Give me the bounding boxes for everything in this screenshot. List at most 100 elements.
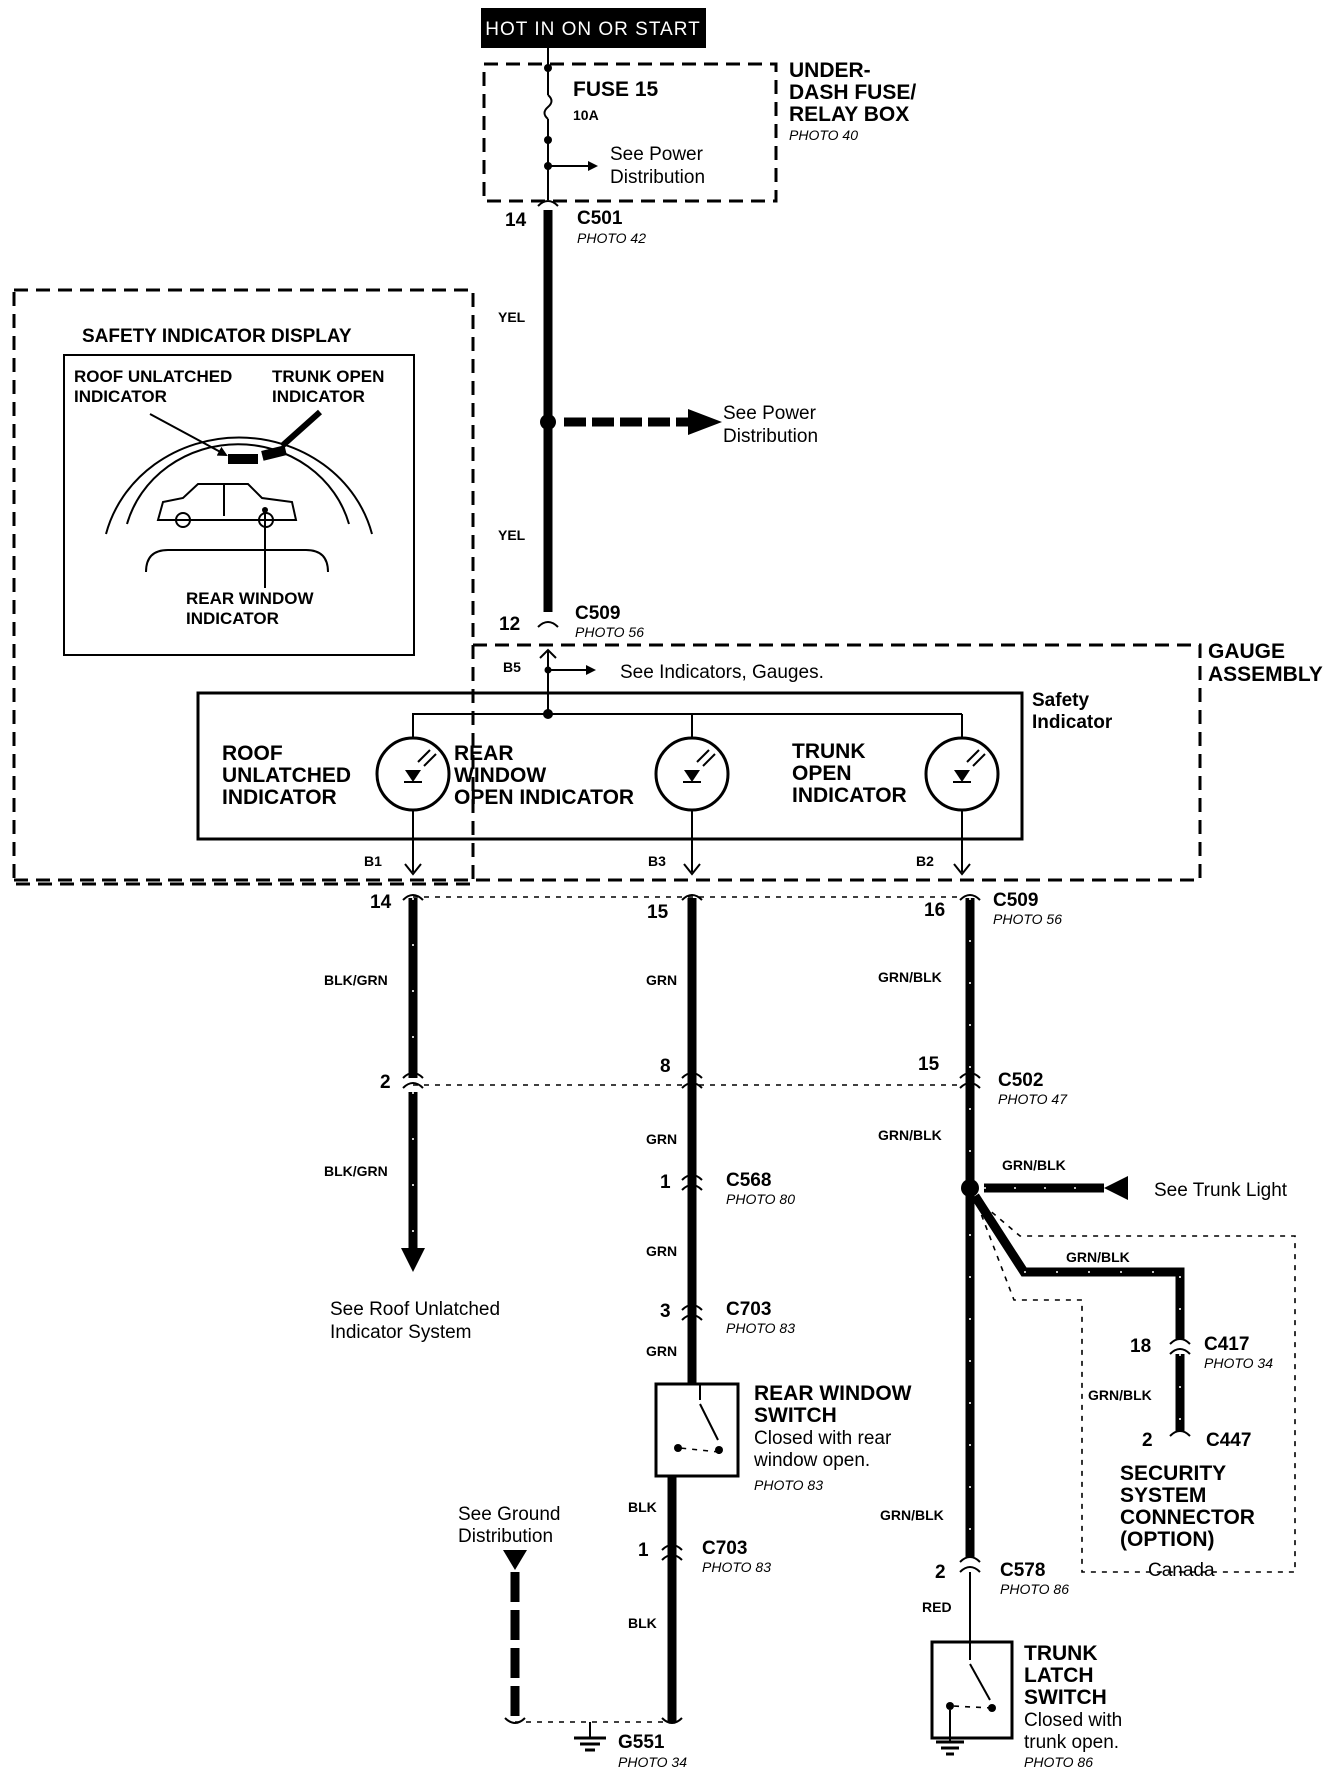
security-1: SECURITY (1120, 1462, 1226, 1485)
yel-wire-label-2: YEL (498, 527, 526, 543)
c568-pin: 1 (660, 1172, 671, 1193)
fuse-box-label-3: RELAY BOX (789, 103, 909, 126)
c703b-pin: 1 (638, 1540, 649, 1561)
gauge-rear-1: REAR (454, 742, 514, 765)
left-dashed-box (12, 288, 475, 886)
b2-pin: B2 (916, 853, 934, 869)
right-wire-label-4: RED (922, 1599, 952, 1615)
g551-label: G551 (618, 1732, 665, 1753)
see-power-2a: See Power (723, 403, 817, 424)
c501-pin: 14 (505, 210, 527, 231)
dashboard-illustration (105, 409, 373, 588)
c509-top-photo: PHOTO 56 (575, 624, 644, 640)
c417-label: C417 (1204, 1334, 1249, 1355)
trunk-switch-2: LATCH (1024, 1664, 1094, 1687)
left-see-2: Indicator System (330, 1322, 472, 1343)
security-4: (OPTION) (1120, 1528, 1215, 1551)
c703-label: C703 (726, 1299, 771, 1320)
gauge-trunk-2: OPEN (792, 762, 852, 785)
trunk-led-icon (924, 714, 1000, 872)
left-c509-pin: 14 (370, 892, 392, 913)
left-wire-label-1: BLK/GRN (324, 972, 388, 988)
gauge-assembly-outline (14, 643, 1202, 882)
b1-pin: B1 (364, 853, 382, 869)
right-splice-dot (961, 1179, 979, 1197)
rear-switch-3: Closed with rear (754, 1428, 892, 1449)
mid-wire-label-5: BLK (628, 1499, 657, 1515)
mid-wire-label-4: GRN (646, 1343, 677, 1359)
middle-wire (661, 894, 703, 1722)
splice-dot (540, 414, 556, 430)
see-power-1b: Distribution (610, 167, 705, 188)
c417-photo: PHOTO 34 (1204, 1355, 1273, 1371)
c578-label: C578 (1000, 1560, 1045, 1581)
left-wire-label-2: BLK/GRN (324, 1163, 388, 1179)
trunk-latch-switch-icon (930, 1640, 1014, 1756)
c578-photo: PHOTO 86 (1000, 1581, 1069, 1597)
roof-led-icon (375, 714, 451, 872)
trunk-switch-5: trunk open. (1024, 1732, 1119, 1753)
fuse-box-label-1: UNDER- (789, 59, 871, 82)
c568-label: C568 (726, 1170, 771, 1191)
g551-photo: PHOTO 34 (618, 1754, 687, 1770)
gauge-rear-3: OPEN INDICATOR (454, 786, 634, 809)
right-c502-pin: 15 (918, 1054, 940, 1075)
mid-wire-label-2: GRN (646, 1131, 677, 1147)
right-c509-pin: 16 (924, 900, 945, 921)
trunk-light-wire-label: GRN/BLK (1002, 1157, 1066, 1173)
c417-pin: 18 (1130, 1336, 1151, 1357)
left-see-1: See Roof Unlatched (330, 1299, 500, 1320)
c703-photo: PHOTO 83 (726, 1320, 795, 1336)
rear-window-switch-icon (654, 1382, 740, 1478)
trunk-switch-3: SWITCH (1024, 1686, 1107, 1709)
inset-frame (63, 354, 415, 656)
svg-text:HOT IN ON OR START: HOT IN ON OR START (485, 19, 700, 40)
c509-top-pin: 12 (499, 614, 520, 635)
rear-switch-4: window open. (753, 1450, 870, 1471)
trunk-switch-4: Closed with (1024, 1710, 1122, 1731)
safety-label-1: Safety (1032, 690, 1089, 711)
right-wire (959, 894, 981, 1650)
fuse-rating: 10A (573, 107, 599, 123)
fuse-15 (543, 48, 598, 200)
left-c502-pin: 2 (380, 1072, 391, 1093)
safety-label-2: Indicator (1032, 712, 1113, 733)
fuse-relay-box-outline (482, 62, 778, 203)
c502-label: C502 (998, 1070, 1043, 1091)
c509-bottom-photo: PHOTO 56 (993, 911, 1062, 927)
c703b-label: C703 (702, 1538, 747, 1559)
security-wiring (971, 1193, 1191, 1437)
c501-label: C501 (577, 208, 623, 229)
fuse-label: FUSE 15 (573, 78, 659, 101)
gauge-assembly-2: ASSEMBLY (1208, 663, 1323, 686)
fuse-box-label-2: DASH FUSE/ (789, 81, 916, 104)
ground-dist-2: Distribution (458, 1526, 553, 1547)
mid-wire-label-6: BLK (628, 1615, 657, 1631)
inset-rear-2: INDICATOR (186, 609, 279, 628)
c578-pin: 2 (935, 1562, 946, 1583)
gauge-trunk-1: TRUNK (792, 740, 866, 763)
rear-switch-2: SWITCH (754, 1404, 837, 1427)
inset-trunk-2: INDICATOR (272, 387, 365, 406)
mid-c509-pin: 15 (647, 902, 669, 923)
trunk-switch-1: TRUNK (1024, 1642, 1098, 1665)
inset-roof-2: INDICATOR (74, 387, 167, 406)
inset-trunk-1: TRUNK OPEN (272, 367, 384, 386)
c703-pin: 3 (660, 1301, 671, 1322)
gauge-output-arrows (404, 863, 971, 876)
inset-roof-1: ROOF UNLATCHED (74, 367, 232, 386)
gauge-assembly-1: GAUGE (1208, 640, 1285, 663)
see-trunk-light: See Trunk Light (1154, 1180, 1288, 1201)
right-wire-label-2: GRN/BLK (878, 1127, 942, 1143)
see-power-2b: Distribution (723, 426, 818, 447)
rear-switch-photo: PHOTO 83 (754, 1477, 823, 1493)
right-wire-label-1: GRN/BLK (878, 969, 942, 985)
gauge-roof-3: INDICATOR (222, 786, 337, 809)
inset-title: SAFETY INDICATOR DISPLAY (82, 326, 352, 347)
b5-pin: B5 (503, 659, 521, 675)
ground-wiring (503, 1550, 683, 1752)
c568-photo: PHOTO 80 (726, 1191, 795, 1207)
fuse-box-photo: PHOTO 40 (789, 127, 858, 143)
see-power-1a: See Power (610, 144, 704, 165)
